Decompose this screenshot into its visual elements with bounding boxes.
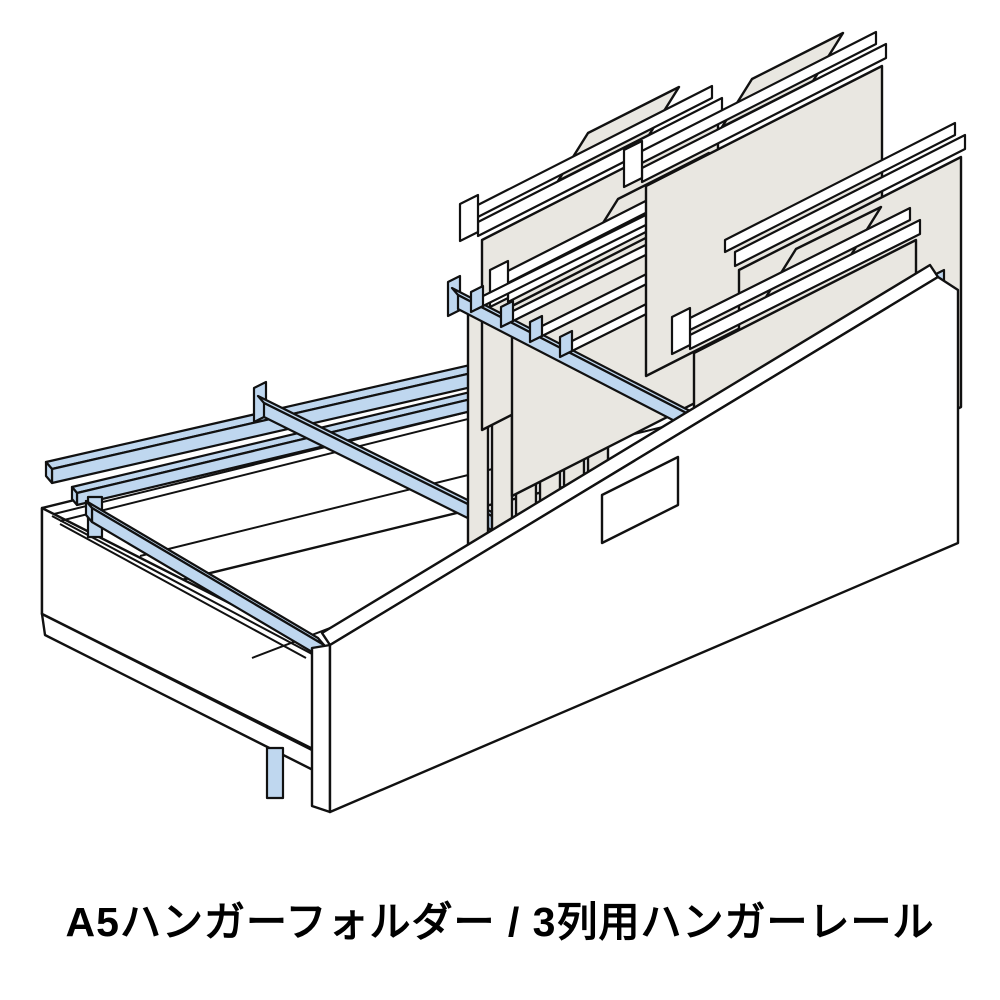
- bar-clip: [499, 299, 515, 329]
- folder-bar-end: [458, 193, 480, 243]
- rail-bracket-front-left: [265, 746, 285, 800]
- bar-clip: [469, 284, 485, 314]
- front-panel-face: [328, 275, 960, 814]
- front-panel-left-strip: [310, 643, 332, 814]
- drawer-handle-recess[interactable]: [600, 455, 680, 545]
- a5-folder-gamma: [622, 30, 888, 378]
- drawer-front-panel: [310, 263, 960, 814]
- folder-bar-end: [622, 139, 644, 189]
- hanger-rail-2: [252, 380, 520, 545]
- illustration-caption: A5ハンガーフォルダー / 3列用ハンガーレール: [65, 899, 935, 945]
- folder-bar-end: [670, 306, 692, 356]
- bar-clip: [528, 314, 544, 344]
- bar-clip: [558, 329, 574, 359]
